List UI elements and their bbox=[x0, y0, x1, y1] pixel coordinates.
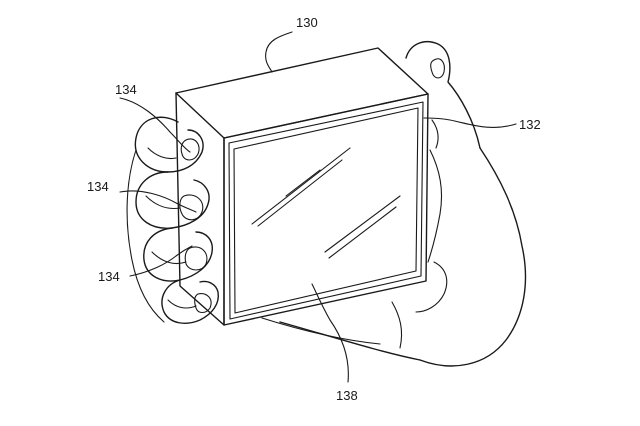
hand-outline bbox=[261, 40, 527, 367]
glare-line-3 bbox=[324, 195, 401, 253]
palm-right-edge bbox=[419, 147, 527, 367]
glare-line-1 bbox=[251, 147, 351, 225]
device-body bbox=[175, 47, 429, 326]
finger-4 bbox=[161, 279, 219, 324]
finger-4-nail bbox=[194, 293, 212, 314]
thumb-outline bbox=[405, 40, 481, 149]
glare-line-4 bbox=[328, 206, 397, 259]
ref-label-display-border: 132 bbox=[519, 117, 541, 132]
leader-134-upper bbox=[119, 97, 191, 153]
palm-crease-4 bbox=[415, 261, 448, 313]
ref-label-device: 130 bbox=[296, 15, 318, 30]
leader-lines bbox=[119, 31, 517, 383]
device-top-face bbox=[175, 47, 429, 139]
glare-line-5 bbox=[285, 169, 321, 197]
thumb-nail bbox=[430, 58, 445, 79]
finger-3-nail bbox=[184, 246, 208, 271]
leader-134-middle bbox=[119, 190, 197, 213]
finger-4-knuckle bbox=[167, 299, 197, 309]
palm-bottom bbox=[279, 321, 421, 361]
ref-label-fingers-middle: 134 bbox=[87, 179, 109, 194]
ref-label-fingers-upper: 134 bbox=[115, 82, 137, 97]
finger-3-knuckle bbox=[151, 251, 187, 265]
ref-label-fingers-lower: 134 bbox=[98, 269, 120, 284]
finger-1-knuckle bbox=[147, 147, 177, 160]
leader-132 bbox=[423, 117, 517, 128]
palm-crease-5 bbox=[431, 119, 439, 149]
reference-labels: 130 132 134 134 134 138 bbox=[87, 15, 541, 403]
hand-back-contour bbox=[126, 149, 165, 323]
finger-1 bbox=[134, 116, 204, 173]
finger-1-nail bbox=[180, 138, 200, 161]
leader-130 bbox=[265, 31, 293, 73]
leader-134-lower bbox=[129, 245, 193, 277]
device-front-face bbox=[223, 93, 429, 326]
palm-crease-3 bbox=[427, 149, 443, 263]
finger-2 bbox=[135, 171, 210, 229]
palm-crease-2 bbox=[391, 301, 403, 349]
fingers bbox=[126, 116, 219, 324]
palm-crease-1 bbox=[261, 317, 381, 345]
finger-2-nail bbox=[179, 194, 204, 221]
glare-line-2 bbox=[257, 159, 343, 227]
display-border bbox=[228, 101, 424, 320]
leader-138 bbox=[311, 283, 349, 383]
display-screen bbox=[233, 107, 419, 314]
ref-label-display-screen: 138 bbox=[336, 388, 358, 403]
finger-2-knuckle bbox=[145, 195, 181, 210]
